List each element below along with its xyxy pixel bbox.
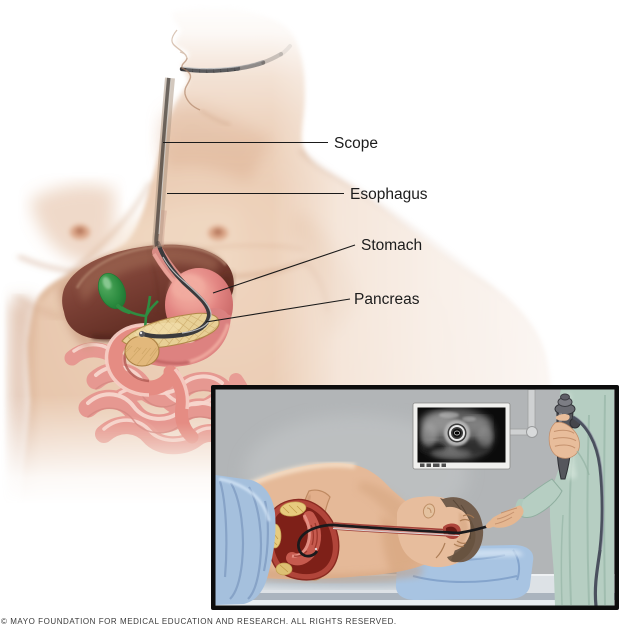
- svg-text:Esophagus: Esophagus: [350, 186, 428, 203]
- svg-text:© MAYO FOUNDATION FOR MEDICAL: © MAYO FOUNDATION FOR MEDICAL EDUCATION …: [1, 617, 397, 626]
- svg-text:Stomach: Stomach: [361, 237, 422, 254]
- svg-text:Pancreas: Pancreas: [354, 291, 420, 308]
- svg-text:Scope: Scope: [334, 135, 378, 152]
